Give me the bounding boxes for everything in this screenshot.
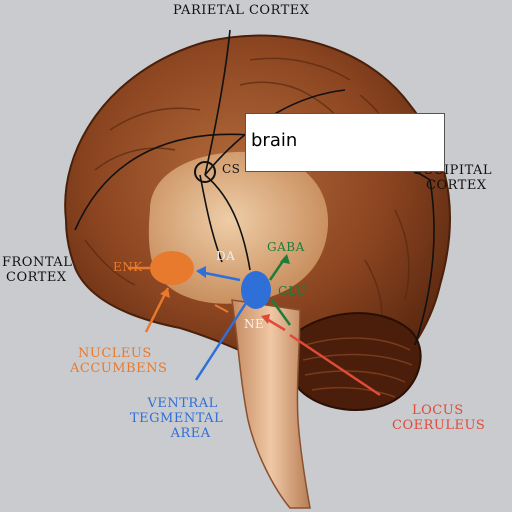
cs-label: CS	[222, 162, 241, 176]
nucleus-accumbens-label: NUCLEUS ACCUMBENS	[70, 346, 168, 376]
ne-label: NE	[244, 317, 265, 331]
brain-text-box: brain	[245, 113, 445, 172]
gaba-label: GABA	[267, 240, 305, 254]
cs-marker	[194, 161, 216, 183]
vta-blob	[241, 271, 271, 309]
glu-label: GLU	[278, 284, 307, 298]
ventral-tegmental-area-label: VENTRAL TEGMENTAL AREA	[130, 396, 224, 441]
brain-text: brain	[251, 130, 298, 151]
brainstem	[231, 299, 311, 509]
frontal-cortex-label: FRONTAL CORTEX	[2, 255, 73, 285]
cerebellum-folia	[302, 337, 413, 398]
arrows	[128, 254, 381, 397]
locus-coeruleus-label: LOCUS COERULEUS	[392, 403, 486, 433]
parietal-cortex-label: PARIETAL CORTEX	[173, 3, 310, 18]
nucleus-accumbens-blob	[150, 251, 194, 285]
da-label: DA	[216, 249, 236, 263]
enk-label: ENK	[113, 260, 143, 274]
